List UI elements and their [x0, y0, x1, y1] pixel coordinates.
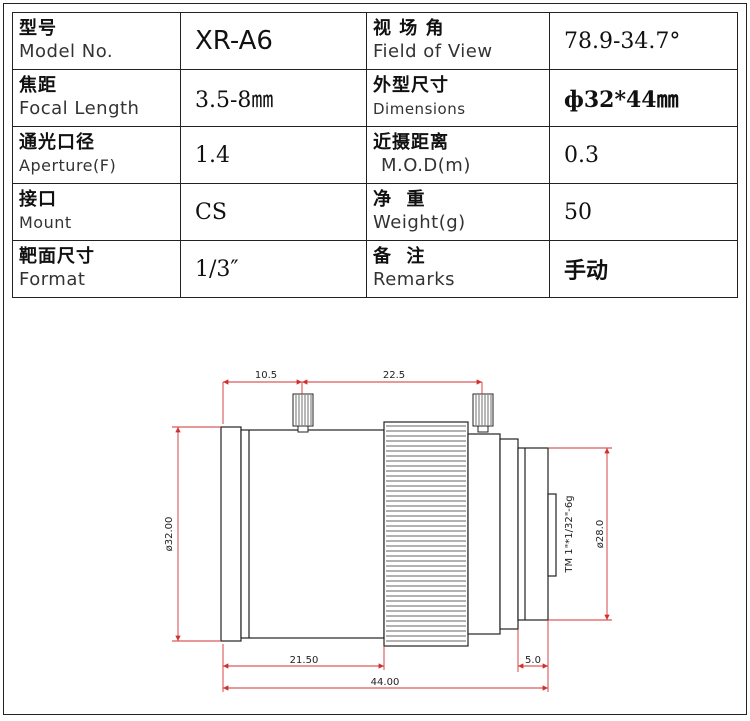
dim-label-mount-diameter: ø28.0: [595, 520, 606, 548]
value-fov: 78.9-34.7°: [549, 12, 738, 70]
label-format-en: Format: [19, 269, 86, 290]
value-mount: CS: [180, 183, 367, 241]
lens-rear-body: [467, 433, 557, 635]
label-dimensions: 外型尺寸 Dimensions: [366, 69, 550, 127]
label-fov-cn: 视 场 角: [373, 18, 445, 39]
label-mount-en: Mount: [19, 213, 72, 232]
value-remarks: 手动: [549, 240, 738, 298]
label-aperture-cn: 通光口径: [19, 132, 95, 153]
dim-label-body-length: 21.50: [290, 655, 319, 666]
label-focal: 焦距 Focal Length: [12, 69, 181, 127]
dimension-lines: [172, 379, 612, 692]
spec-row-model: 型号 Model No. XR-A6 视 场 角 Field of View 7…: [12, 12, 738, 70]
spec-table: 型号 Model No. XR-A6 视 场 角 Field of View 7…: [12, 12, 738, 298]
value-dimensions: ф32*44㎜: [549, 69, 738, 127]
label-fov-en: Field of View: [373, 41, 493, 62]
value-focal: 3.5-8㎜: [180, 69, 367, 127]
label-mod-en: M.O.D(m): [381, 155, 471, 176]
lens-drawing: 10.5 22.5 ø32.00 ø28.0 TM 1"*1/32"-6g 21…: [164, 370, 612, 692]
thread-spec-label: TM 1"*1/32"-6g: [564, 495, 575, 573]
label-mount-cn: 接口: [19, 189, 57, 210]
label-fov: 视 场 角 Field of View: [366, 12, 550, 70]
label-model: 型号 Model No.: [12, 12, 181, 70]
label-weight-cn: 净 重: [373, 189, 426, 210]
value-weight: 50: [549, 183, 738, 241]
label-remarks-cn: 备 注: [373, 246, 426, 267]
spec-row-focal: 焦距 Focal Length 3.5-8㎜ 外型尺寸 Dimensions ф…: [12, 69, 738, 127]
label-remarks-en: Remarks: [373, 269, 456, 290]
dim-label-total-length: 44.00: [371, 677, 400, 688]
label-model-en: Model No.: [19, 41, 114, 62]
label-aperture-en: Aperture(F): [19, 156, 117, 175]
lens-knurled-ring: [383, 421, 469, 647]
value-aperture: 1.4: [180, 126, 367, 184]
label-mod-cn: 近摄距离: [373, 132, 449, 153]
dim-label-top-right: 22.5: [383, 370, 405, 381]
value-format: 1/3″: [180, 240, 367, 298]
label-model-cn: 型号: [19, 18, 57, 39]
label-dimensions-cn: 外型尺寸: [373, 75, 449, 96]
dim-label-top-left: 10.5: [255, 370, 277, 381]
label-format: 靶面尺寸 Format: [12, 240, 181, 298]
label-focal-en: Focal Length: [19, 98, 140, 119]
dim-label-mount-length: 5.0: [525, 655, 541, 666]
label-mount: 接口 Mount: [12, 183, 181, 241]
lens-front-body: [220, 426, 385, 642]
spec-sheet: 型号 Model No. XR-A6 视 场 角 Field of View 7…: [3, 3, 747, 715]
value-model: XR-A6: [180, 12, 367, 70]
label-aperture: 通光口径 Aperture(F): [12, 126, 181, 184]
label-format-cn: 靶面尺寸: [19, 246, 95, 267]
label-weight: 净 重 Weight(g): [366, 183, 550, 241]
label-remarks: 备 注 Remarks: [366, 240, 550, 298]
lens-thumb-screws: [292, 393, 494, 433]
spec-row-format: 靶面尺寸 Format 1/3″ 备 注 Remarks 手动: [12, 240, 738, 298]
label-dimensions-en: Dimensions: [373, 100, 466, 118]
spec-row-mount: 接口 Mount CS 净 重 Weight(g) 50: [12, 183, 738, 241]
label-weight-en: Weight(g): [373, 212, 466, 233]
label-focal-cn: 焦距: [19, 75, 57, 96]
label-mod: 近摄距离 M.O.D(m): [366, 126, 550, 184]
dim-label-front-diameter: ø32.00: [164, 517, 175, 552]
